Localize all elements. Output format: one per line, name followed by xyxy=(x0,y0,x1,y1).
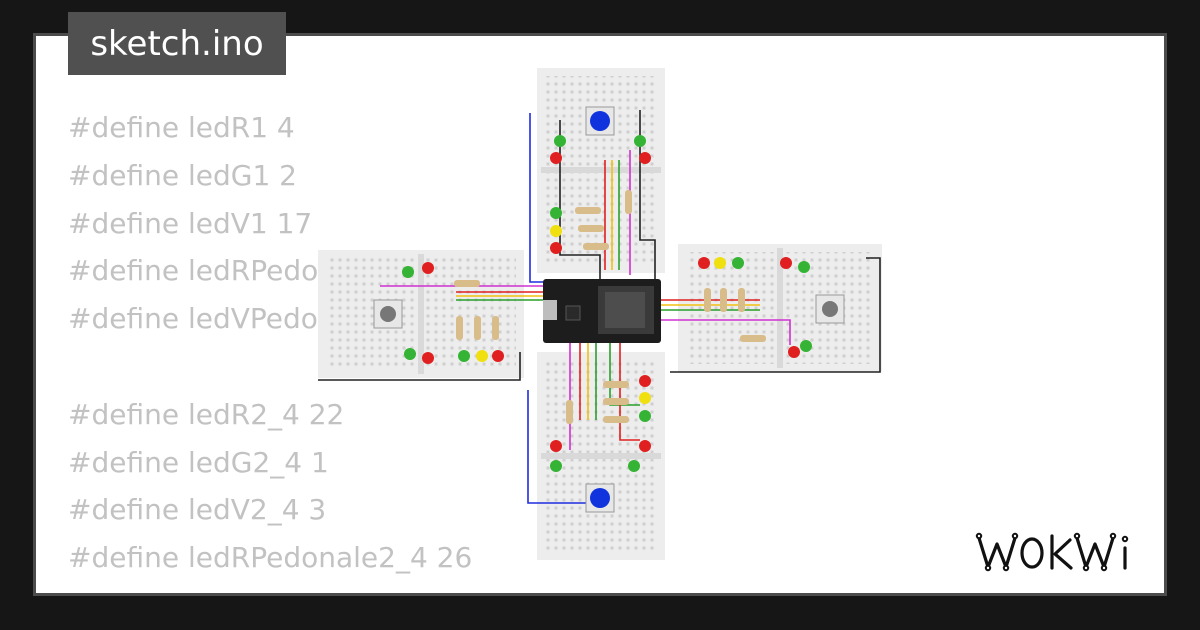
code-line: #define ledR2_4 22 xyxy=(68,397,345,431)
code-line: #define ledV1 17 xyxy=(68,206,313,240)
esp32-board-icon xyxy=(543,279,661,343)
led-icon xyxy=(402,135,812,472)
pushbutton-icon xyxy=(373,299,403,329)
pushbutton-icon xyxy=(585,106,615,136)
code-line: #define ledR1 4 xyxy=(68,111,295,144)
resistor-icon xyxy=(454,190,766,424)
pushbutton-icon xyxy=(585,483,615,513)
file-name-tab[interactable]: sketch.ino xyxy=(68,12,286,75)
code-preview: #define ledR1 4 #define ledG1 2 #define … xyxy=(68,104,473,593)
pushbutton-icon xyxy=(815,294,845,324)
code-line: #define ledG1 2 xyxy=(68,158,297,192)
code-line: #define ledRPedonale1 16 xyxy=(68,254,441,288)
code-line: #define ledRPedonale2_4 26 xyxy=(68,541,473,575)
code-line: #define ledV2_4 3 xyxy=(68,493,327,527)
breadboard-icon xyxy=(318,250,524,378)
wokwi-logo xyxy=(975,532,1129,572)
code-line: #define ledVPedonale2_4 25 xyxy=(68,582,472,593)
code-line: #define ledG2_4 1 xyxy=(68,445,329,479)
